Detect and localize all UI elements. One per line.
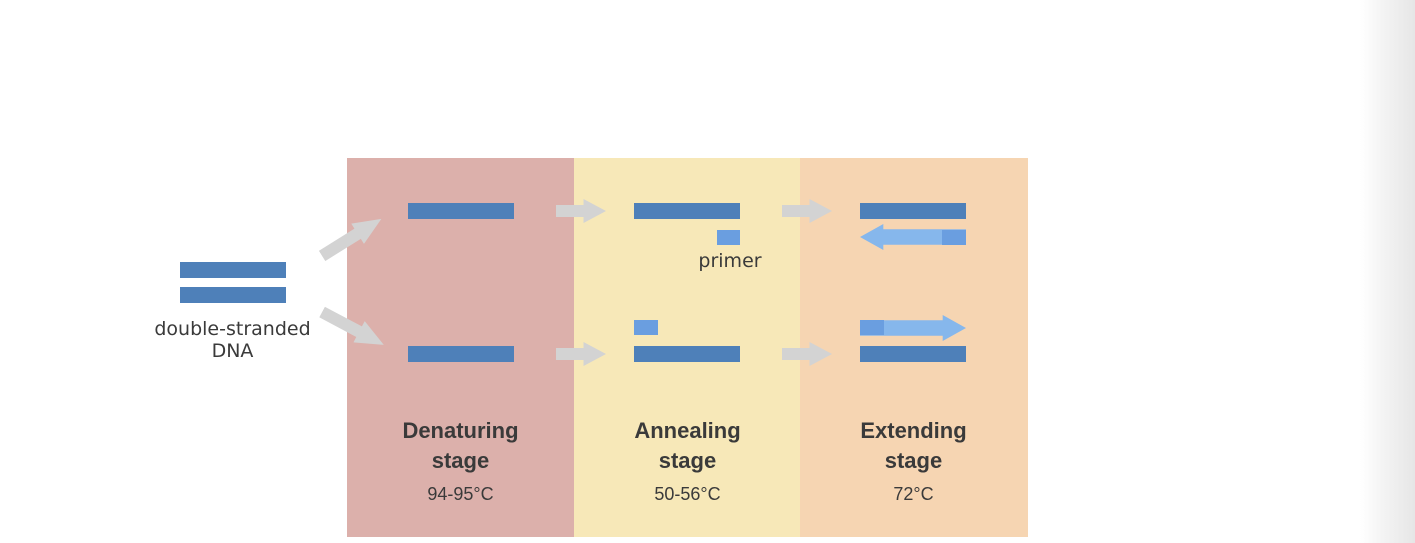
separated-strand-bottom [408,346,514,362]
stage-name: Annealing stage [634,418,741,473]
primer-bottom [634,320,658,335]
extending-strand-top [860,203,966,219]
stage-temperature: 50-56°C [654,484,721,504]
stage-temperature: 94-95°C [427,484,494,504]
extending-primer-bottom [860,320,884,335]
stage-denaturing: Denaturing stage 94-95°C [347,416,574,505]
stage-name: Denaturing stage [402,418,519,473]
stage-annealing: Annealing stage 50-56°C [574,416,801,505]
dna-strand-top [180,262,286,278]
dna-strand-bottom [180,287,286,303]
primer-top [717,230,740,245]
extending-strand-bottom [860,346,966,362]
annealing-strand-bottom [634,346,740,362]
scrollbar-shade [1360,0,1415,543]
separated-strand-top [408,203,514,219]
dna-label: double-stranded DNA [154,318,311,362]
primer-label: primer [698,250,762,272]
stage-name: Extending stage [860,418,967,473]
extending-primer-top [942,230,966,245]
stage-temperature: 72°C [893,484,934,504]
stage-extending: Extending stage 72°C [800,416,1027,505]
annealing-strand-top [634,203,740,219]
